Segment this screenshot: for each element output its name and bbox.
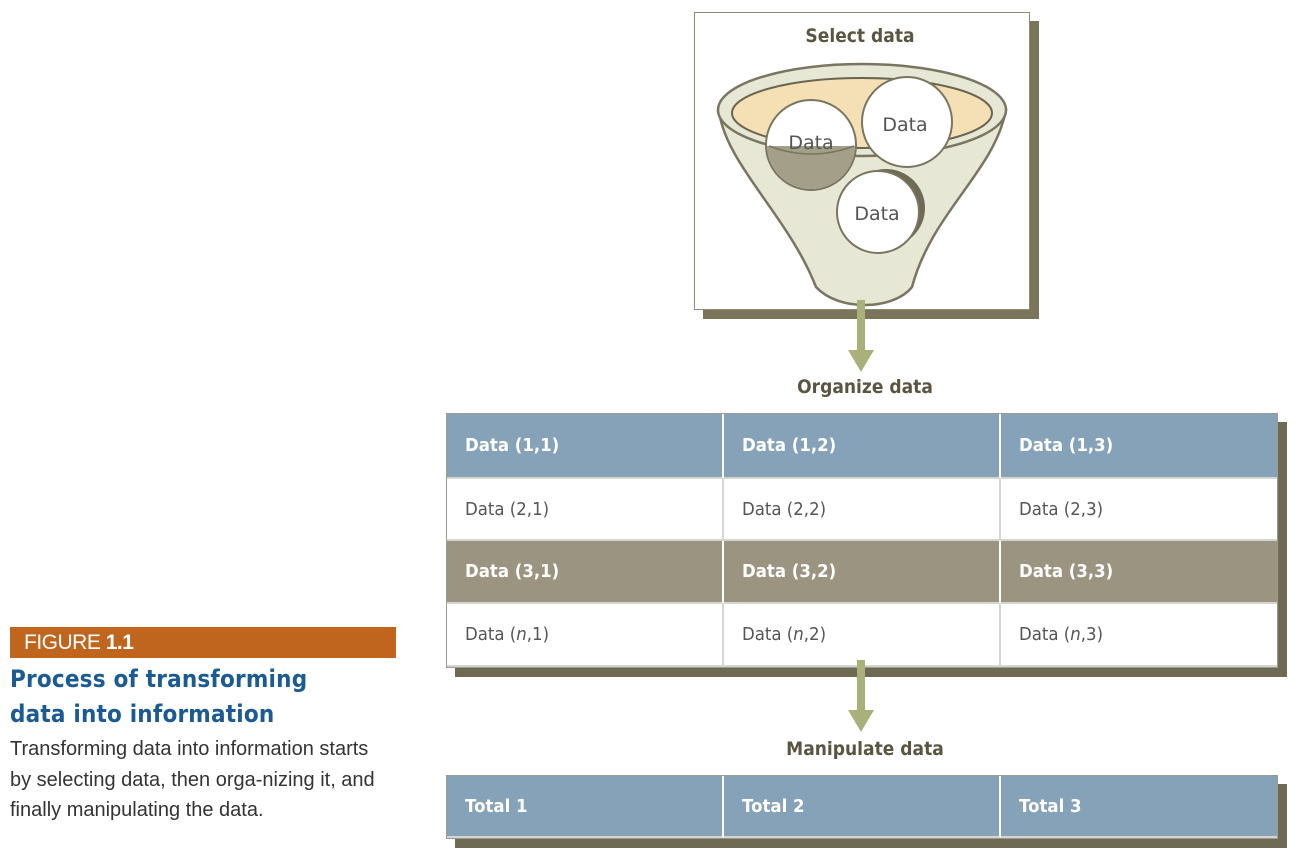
figure-badge: FIGURE 1.1 — [10, 627, 396, 658]
table-cell: Data (1,1) — [447, 414, 724, 479]
total-cell: Total 2 — [724, 776, 1001, 838]
table-cell: Data (n,1) — [447, 604, 724, 667]
table-cell: Data (3,3) — [1001, 541, 1277, 604]
funnel-diagram: Data Data Data — [716, 62, 1008, 307]
manipulate-data-label: Manipulate data — [786, 738, 944, 760]
table-cell: Data (3,1) — [447, 541, 724, 604]
totals-table: Total 1 Total 2 Total 3 — [446, 775, 1278, 839]
circle-bottom — [836, 170, 920, 254]
data-table: Data (1,1) Data (1,2) Data (1,3) Data (2… — [446, 413, 1278, 668]
select-data-label: Select data — [805, 25, 915, 47]
organize-data-label: Organize data — [797, 376, 933, 398]
figure-description: Transforming data into information start… — [10, 738, 375, 821]
table-cell: Data (1,2) — [724, 414, 1001, 479]
total-cell: Total 1 — [447, 776, 724, 838]
funnel-item-label: Data — [788, 132, 833, 154]
table-cell: Data (2,3) — [1001, 479, 1277, 541]
funnel-item-label: Data — [882, 114, 927, 136]
figure-title: Process of transforming data into inform… — [10, 665, 308, 728]
table-cell: Data (3,2) — [724, 541, 1001, 604]
table-cell: Data (n,3) — [1001, 604, 1277, 667]
funnel-item-label: Data — [854, 203, 899, 225]
circle-right — [861, 76, 953, 168]
arrow-down-icon — [848, 300, 874, 372]
figure-label: FIGURE — [24, 631, 101, 654]
table-cell: Data (n,2) — [724, 604, 1001, 667]
arrow-down-icon — [848, 660, 874, 732]
table-cell: Data (1,3) — [1001, 414, 1277, 479]
circle-left-shade — [767, 146, 855, 189]
table-cell: Data (2,1) — [447, 479, 724, 541]
figure-number: 1.1 — [105, 631, 134, 654]
table-cell: Data (2,2) — [724, 479, 1001, 541]
total-cell: Total 3 — [1001, 776, 1277, 838]
